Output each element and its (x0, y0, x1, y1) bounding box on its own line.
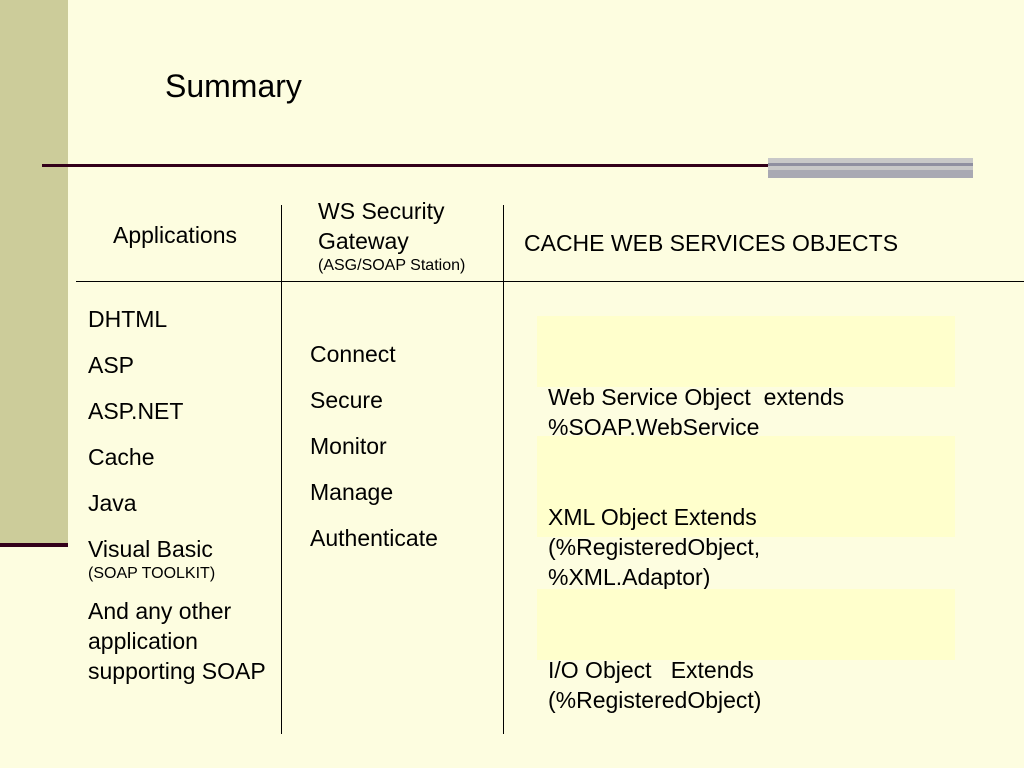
column-divider-2 (503, 205, 504, 734)
applications-list: DHTML ASP ASP.NET Cache Java Visual Basi… (88, 305, 268, 703)
list-item: Java (88, 489, 268, 518)
io-object-box: I/O Object Extends (%RegisteredObject) (537, 589, 955, 713)
object-text: I/O Object Extends (%RegisteredObject) (548, 657, 762, 713)
application-label: DHTML (88, 306, 168, 332)
slide-title: Summary (165, 68, 302, 104)
xml-object-box: XML Object Extends (%RegisteredObject, %… (537, 436, 955, 590)
column-header-applications: Applications (113, 222, 238, 248)
application-label: Java (88, 490, 137, 516)
list-item: Visual Basic (SOAP TOOLKIT) (88, 535, 268, 584)
gateway-header-title: WS Security Gateway (318, 198, 445, 254)
list-item: ASP.NET (88, 397, 268, 426)
left-band-accent-line (0, 543, 68, 547)
web-service-object-box: Web Service Object extends %SOAP.WebServ… (537, 316, 955, 440)
object-text: Web Service Object extends %SOAP.WebServ… (548, 384, 851, 440)
list-item: Manage (310, 479, 394, 505)
list-item: ASP (88, 351, 268, 380)
column-header-cache-objects: CACHE WEB SERVICES OBJECTS (524, 230, 899, 256)
list-item: DHTML (88, 305, 268, 334)
list-item: Authenticate (310, 525, 438, 551)
application-label: ASP (88, 352, 135, 378)
application-label: Cache (88, 444, 155, 470)
gateway-header-subtitle: (ASG/SOAP Station) (318, 257, 466, 274)
list-item: Cache (88, 443, 268, 472)
object-text: XML Object Extends (%RegisteredObject, %… (548, 504, 767, 590)
column-header-gateway: WS Security Gateway (ASG/SOAP Station) (318, 196, 478, 276)
left-decorative-band (0, 0, 68, 543)
list-item: Connect (310, 341, 396, 367)
application-sublabel: (SOAP TOOLKIT) (88, 565, 216, 582)
list-item: Secure (310, 387, 383, 413)
application-label: ASP.NET (88, 398, 184, 424)
application-label: And any other application supporting SOA… (88, 598, 266, 684)
list-item: Monitor (310, 433, 387, 459)
list-item: And any other application supporting SOA… (88, 596, 268, 686)
application-label: Visual Basic (88, 536, 213, 562)
title-divider-accent-bar (768, 158, 973, 178)
title-divider-line (42, 164, 770, 167)
column-divider-1 (281, 205, 282, 734)
gateway-functions-list: Connect Secure Monitor Manage Authentica… (310, 339, 438, 569)
table-header-divider (76, 281, 1024, 282)
